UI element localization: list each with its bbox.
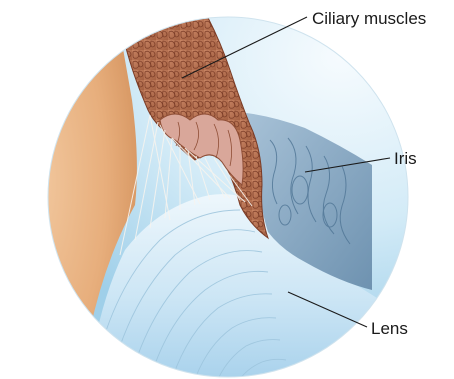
ciliary-muscles-label: Ciliary muscles	[312, 9, 426, 28]
iris-label: Iris	[394, 149, 417, 168]
lens-label: Lens	[371, 319, 408, 338]
